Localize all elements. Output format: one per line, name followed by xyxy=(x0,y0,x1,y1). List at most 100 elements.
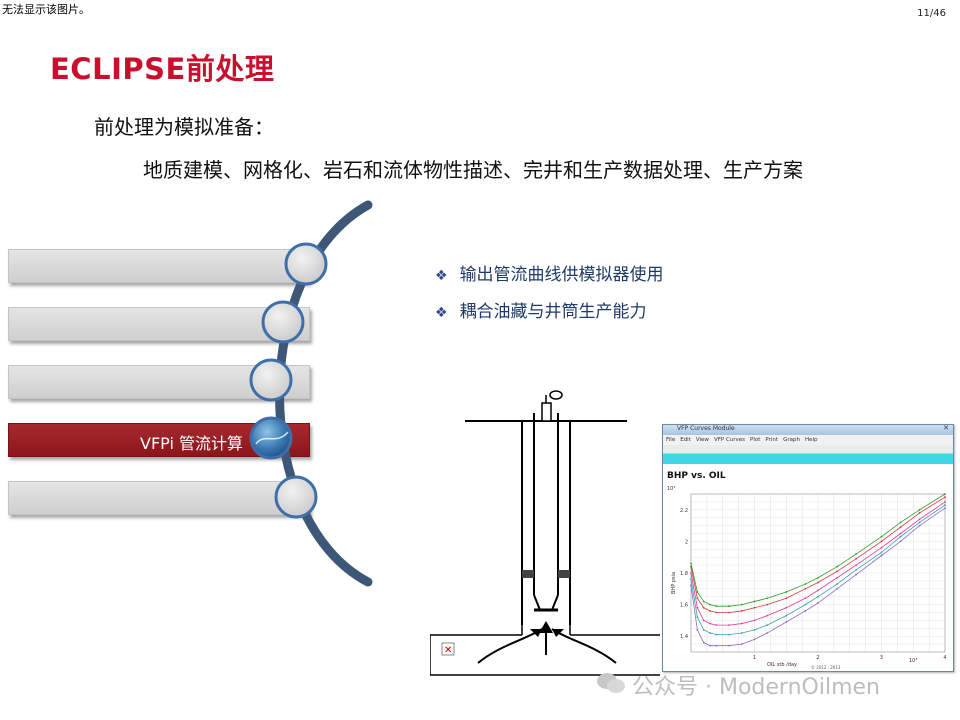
menu-item-5[interactable] xyxy=(8,481,310,515)
series-point-3 xyxy=(702,619,705,622)
y-tick-label: 1.4 xyxy=(680,634,688,640)
series-point-2 xyxy=(728,611,730,614)
bullet-text: 耦合油藏与井筒生产能力 xyxy=(459,302,647,322)
series-point-1 xyxy=(804,583,807,585)
series-point-5 xyxy=(899,540,902,543)
menu-item-1[interactable] xyxy=(8,249,310,283)
series-point-2 xyxy=(918,512,921,514)
series-point-5 xyxy=(880,554,883,557)
page-number: 11/46 xyxy=(917,8,946,19)
series-point-5 xyxy=(766,632,769,634)
series-point-1 xyxy=(740,603,743,606)
series-point-1 xyxy=(944,493,946,495)
menu-circle-5[interactable] xyxy=(274,475,318,519)
series-point-3 xyxy=(817,589,819,592)
menu-view[interactable]: View xyxy=(695,437,709,443)
window-cyan-bar xyxy=(663,454,953,464)
menu-circle-3[interactable] xyxy=(249,358,293,402)
series-point-2 xyxy=(880,540,883,543)
window-toolbar xyxy=(663,445,953,454)
series-point-3 xyxy=(753,619,756,622)
series-point-4 xyxy=(804,603,807,606)
series-line-5 xyxy=(690,507,946,647)
y-tick-label: 2.2 xyxy=(680,508,688,514)
menu-edit[interactable]: Edit xyxy=(680,437,691,443)
series-point-4 xyxy=(702,628,705,631)
x-tick-label: 2 xyxy=(816,655,819,661)
series-point-5 xyxy=(702,641,705,644)
chart-ylabel: BHP psia xyxy=(671,572,677,594)
series-point-3 xyxy=(899,532,902,535)
menu-graph[interactable]: Graph xyxy=(783,437,800,443)
intro-text: 前处理为模拟准备： xyxy=(94,115,274,139)
series-point-5 xyxy=(728,644,730,647)
series-point-4 xyxy=(880,551,883,554)
series-point-3 xyxy=(728,624,730,627)
series-point-5 xyxy=(855,573,857,576)
series-point-2 xyxy=(855,557,857,560)
menu-circle-1[interactable] xyxy=(284,242,328,286)
series-line-2 xyxy=(690,496,946,613)
series-point-3 xyxy=(785,606,788,609)
chart-title: BHP vs. OIL xyxy=(667,471,726,481)
series-point-1 xyxy=(836,565,838,568)
wellhead-valve-icon xyxy=(541,402,552,422)
chart-x-multiplier: 10³ xyxy=(909,658,917,664)
series-point-1 xyxy=(785,591,788,593)
x-tick-label: 4 xyxy=(943,655,946,661)
broken-image-icon xyxy=(441,642,455,656)
series-point-1 xyxy=(880,535,883,538)
bhp-chart: BHP vs. OIL 10³ 10³ OIL stb /day © 2012 … xyxy=(667,471,947,670)
menu-circle-active[interactable] xyxy=(249,416,293,460)
series-point-1 xyxy=(702,600,705,603)
series-point-2 xyxy=(702,606,705,609)
series-point-2 xyxy=(785,597,788,600)
series-point-3 xyxy=(696,606,699,609)
series-point-4 xyxy=(817,595,819,598)
menu-file[interactable]: File xyxy=(666,437,676,443)
series-point-4 xyxy=(944,504,946,506)
series-point-4 xyxy=(785,614,788,617)
series-point-2 xyxy=(899,526,902,529)
series-line-1 xyxy=(690,493,946,607)
topics-text: 地质建模、网格化、岩石和流体物性描述、完井和生产数据处理、生产方案 xyxy=(143,158,803,182)
series-point-3 xyxy=(804,597,807,600)
series-point-1 xyxy=(753,600,756,603)
series-point-5 xyxy=(696,628,699,631)
menu-help[interactable]: Help xyxy=(804,437,818,443)
series-point-1 xyxy=(766,597,769,600)
series-point-4 xyxy=(899,535,902,538)
wechat-icon xyxy=(597,673,625,693)
series-point-3 xyxy=(690,572,692,574)
series-point-2 xyxy=(836,570,838,573)
diamond-bullet-icon: ❖ xyxy=(435,268,448,284)
slide-title: ECLIPSE前处理 xyxy=(50,52,275,86)
series-point-4 xyxy=(855,568,857,571)
bullet-text: 输出管流曲线供模拟器使用 xyxy=(459,265,664,285)
window-close-icon[interactable]: ✕ xyxy=(943,424,949,432)
menu-circle-2[interactable] xyxy=(261,300,305,344)
x-tick-label: 3 xyxy=(880,655,883,661)
menu-plot[interactable]: Plot xyxy=(750,437,761,443)
menu-vfp-curves[interactable]: VFP Curves xyxy=(713,437,746,443)
series-point-2 xyxy=(715,611,718,614)
series-point-2 xyxy=(740,610,743,612)
menu-item-2[interactable] xyxy=(8,307,310,341)
series-point-4 xyxy=(836,583,838,585)
bullet-1: ❖ 输出管流曲线供模拟器使用 xyxy=(435,260,664,285)
series-point-2 xyxy=(804,587,807,590)
wellbore-diagram: ✕ xyxy=(430,390,660,676)
menu-print[interactable]: Print xyxy=(765,437,779,443)
series-point-5 xyxy=(944,507,946,510)
series-point-4 xyxy=(696,616,699,619)
series-point-2 xyxy=(690,565,692,568)
series-point-3 xyxy=(855,564,857,566)
series-point-3 xyxy=(880,546,883,549)
series-line-3 xyxy=(690,501,946,626)
series-point-5 xyxy=(836,587,838,590)
series-point-1 xyxy=(899,521,902,524)
series-point-4 xyxy=(690,578,692,581)
series-line-4 xyxy=(690,504,946,636)
series-point-1 xyxy=(709,603,711,606)
